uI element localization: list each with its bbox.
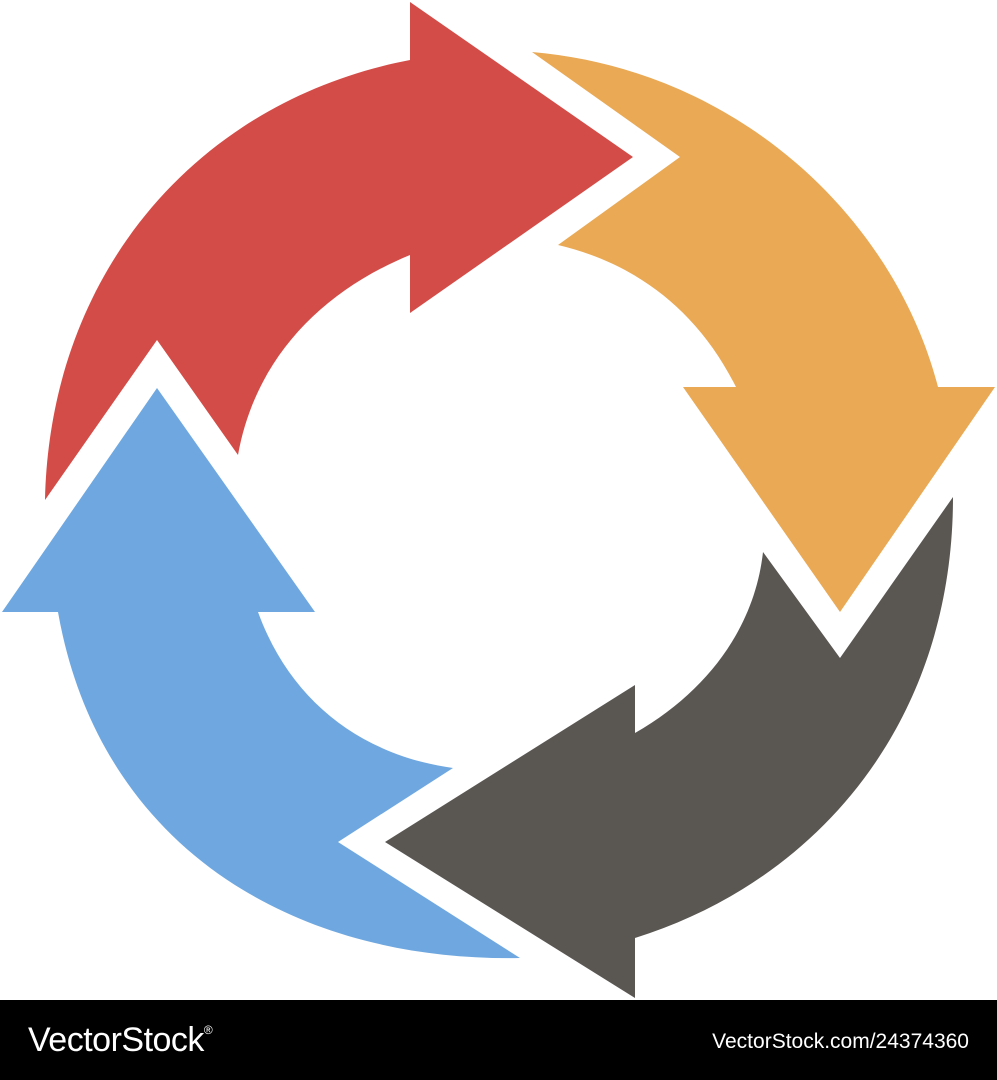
stock-image-id: VectorStock.com/24374360: [712, 1030, 969, 1053]
cycle-arrow-dark: [385, 497, 953, 998]
cycle-arrow-red: [45, 2, 633, 500]
cycle-arrow-blue: [2, 388, 520, 959]
brand-logo: VectorStock®: [28, 1020, 213, 1060]
watermark-bar: VectorStock® VectorStock.com/24374360: [0, 1000, 997, 1080]
cycle-arrow-orange: [532, 52, 995, 612]
brand-registered-mark: ®: [203, 1023, 213, 1037]
brand-name: VectorStock: [28, 1021, 204, 1059]
cycle-diagram: [2, 2, 995, 998]
